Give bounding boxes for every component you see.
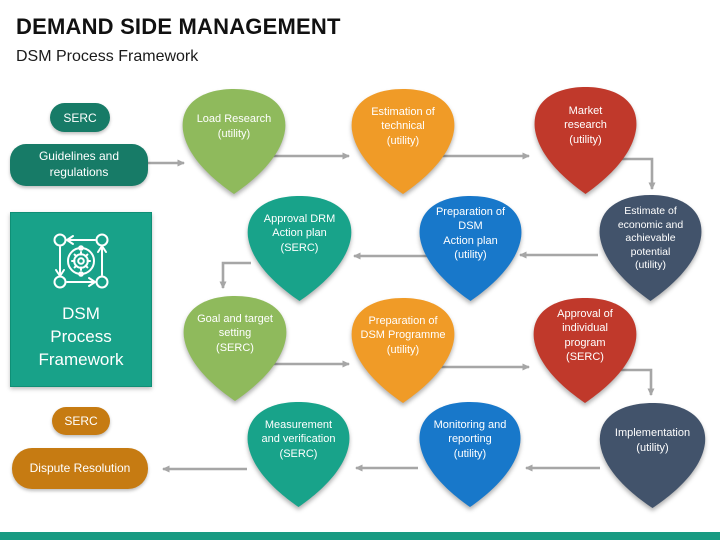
dispute-resolution-box: Dispute Resolution: [12, 448, 148, 489]
node-prep-dsm-programme: Preparation of DSM Programme (utility): [344, 295, 462, 406]
node-monitoring: Monitoring and reporting (utility): [412, 399, 528, 510]
node-label: Market research (utility): [564, 105, 607, 146]
node-label: Monitoring and reporting (utility): [433, 419, 507, 460]
node-estimate-economic: Estimate of economic and achievable pote…: [592, 192, 709, 304]
node-approval-drm: Approval DRM Action plan (SERC): [240, 193, 359, 304]
node-estimation-technical: Estimation of technical (utility): [344, 86, 462, 197]
serc-top-badge: SERC: [50, 103, 110, 132]
page-subtitle: DSM Process Framework: [16, 48, 199, 65]
node-approval-individual: Approval of individual program (SERC): [526, 295, 644, 406]
dsm-framework-label: DSM Process Framework: [38, 304, 124, 369]
node-label: Estimate of economic and achievable pote…: [617, 204, 684, 272]
node-goal-target: Goal and target setting (SERC): [176, 293, 294, 404]
serc-bottom-badge: SERC: [52, 407, 110, 435]
node-label: Preparation of DSM Action plan (utility): [435, 205, 506, 261]
node-label: Preparation of DSM Programme (utility): [360, 315, 446, 356]
node-label: Approval of individual program (SERC): [557, 307, 613, 363]
node-measurement: Measurement and verification (SERC): [240, 399, 357, 510]
node-market-research: Market research (utility): [527, 84, 644, 197]
node-label: Estimation of technical (utility): [371, 106, 435, 147]
node-prep-dsm-action: Preparation of DSM Action plan (utility): [412, 193, 529, 304]
guidelines-box: Guidelines and regulations: [10, 144, 148, 186]
node-label: Implementation (utility): [614, 427, 691, 454]
footer-accent-bar: [0, 532, 720, 540]
dsm-framework-box: DSM Process Framework: [10, 212, 152, 387]
node-implementation: Implementation (utility): [592, 400, 713, 511]
node-label: Load Research (utility): [196, 113, 272, 140]
node-load-research: Load Research (utility): [175, 86, 293, 197]
node-label: Approval DRM Action plan (SERC): [263, 213, 336, 254]
node-label: Measurement and verification (SERC): [261, 419, 336, 460]
node-label: Goal and target setting (SERC): [197, 313, 273, 354]
page-title: DEMAND SIDE MANAGEMENT: [16, 14, 341, 39]
process-cycle-gear-icon: [53, 233, 109, 289]
